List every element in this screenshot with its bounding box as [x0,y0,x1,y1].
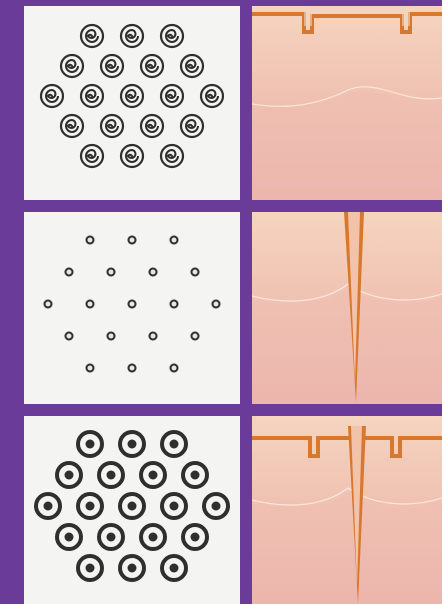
spiral-mark [141,55,163,77]
skin-profile-panel-3 [252,416,442,604]
ring-mark [120,494,144,518]
ring-pattern [24,416,240,604]
skin-cross-section-2 [252,212,442,404]
dot-mark [127,235,137,245]
dot-mark [106,267,116,277]
dot-mark [148,267,158,277]
ring-mark [141,525,165,549]
ring-mark [120,432,144,456]
skin-cross-section-1 [252,6,442,200]
spiral-mark [101,55,123,77]
spiral-mark [141,115,163,137]
ring-mark [162,556,186,580]
spiral-mark [161,85,183,107]
dot-mark [169,363,179,373]
ring-pattern-panel [24,416,240,604]
spiral-mark [41,85,63,107]
dot-pattern-panel [24,212,240,404]
dot-mark [64,331,74,341]
skin-cross-section-3 [252,416,442,604]
dot-mark [64,267,74,277]
dot-mark [106,331,116,341]
spiral-mark [61,55,83,77]
dot-mark [43,299,53,309]
ring-mark [204,494,228,518]
ring-mark [57,525,81,549]
ring-mark [57,463,81,487]
dot-mark [169,299,179,309]
ring-mark [99,525,123,549]
dot-mark [148,331,158,341]
spiral-mark [121,85,143,107]
ring-mark [183,525,207,549]
spiral-mark [181,115,203,137]
spiral-mark [181,55,203,77]
spiral-mark [121,145,143,167]
spiral-mark [161,145,183,167]
spiral-mark [201,85,223,107]
spiral-pattern-panel [24,6,240,200]
ring-mark [141,463,165,487]
ring-mark [78,432,102,456]
skin-profile-panel-2 [252,212,442,404]
spiral-mark [81,145,103,167]
skin-profile-panel-1 [252,6,442,200]
dot-mark [169,235,179,245]
spiral-mark [161,25,183,47]
ring-mark [78,494,102,518]
spiral-mark [101,115,123,137]
dot-mark [85,235,95,245]
spiral-mark [81,25,103,47]
dot-mark [127,363,137,373]
spiral-pattern [24,6,240,200]
ring-mark [99,463,123,487]
ring-mark [120,556,144,580]
ring-mark [78,556,102,580]
dot-pattern [24,212,240,404]
dot-mark [211,299,221,309]
dot-mark [190,331,200,341]
ring-mark [162,494,186,518]
dot-mark [85,363,95,373]
ring-mark [36,494,60,518]
spiral-mark [61,115,83,137]
ring-mark [162,432,186,456]
dot-mark [127,299,137,309]
ring-mark [183,463,207,487]
dot-mark [190,267,200,277]
spiral-mark [81,85,103,107]
dot-mark [85,299,95,309]
spiral-mark [121,25,143,47]
